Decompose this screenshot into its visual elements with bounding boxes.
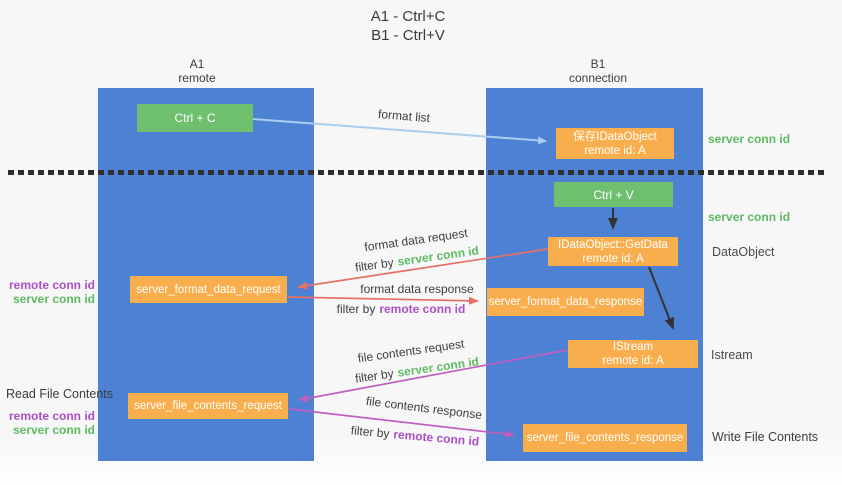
read-file-contents-label: Read File Contents bbox=[6, 387, 114, 401]
filter-by-text: filter by bbox=[354, 255, 395, 275]
filter-by-text: filter by bbox=[350, 423, 391, 441]
server-file-contents-request-box: server_file_contents_request bbox=[128, 393, 288, 419]
server-file-contents-response-box: server_file_contents_response bbox=[523, 424, 687, 452]
left-conn-id-pair-1: remote conn id server conn id bbox=[9, 278, 95, 306]
server-format-data-request-box: server_format_data_request bbox=[130, 276, 287, 303]
remote-conn-id-key: remote conn id bbox=[379, 302, 466, 316]
file-contents-response-label: file contents response bbox=[365, 393, 483, 423]
server-format-data-response-label: server_format_data_response bbox=[488, 296, 643, 308]
server-file-contents-response-label: server_file_contents_response bbox=[526, 432, 684, 444]
server-format-data-response-box: server_format_data_response bbox=[487, 288, 644, 316]
save-dataobject-box: 保存IDataObject remote id: A bbox=[556, 128, 674, 159]
dataobject-label: DataObject bbox=[712, 245, 775, 259]
remote-conn-id-key: remote conn id bbox=[392, 427, 480, 449]
format-data-response-label: format data response bbox=[360, 282, 474, 296]
server-conn-id-left-label-2: server conn id bbox=[12, 423, 95, 437]
save-dataobject-line2: remote id: A bbox=[584, 144, 646, 157]
lane-header-a1-name: A1 bbox=[189, 57, 205, 71]
write-file-contents-label: Write File Contents bbox=[712, 430, 819, 444]
istream-side-label: Istream bbox=[711, 348, 753, 362]
getdata-box: IDataObject::GetData remote id: A bbox=[548, 237, 678, 266]
lane-header-b1: B1 connection bbox=[543, 57, 653, 85]
getdata-line1: IDataObject::GetData bbox=[558, 238, 668, 251]
server-file-contents-request-label: server_file_contents_request bbox=[134, 400, 282, 412]
lane-header-b1-role: connection bbox=[568, 71, 628, 85]
remote-conn-id-left-label-2: remote conn id bbox=[9, 409, 96, 423]
ctrl-c-label: Ctrl + C bbox=[174, 111, 216, 125]
istream-box: IStream remote id: A bbox=[568, 340, 698, 368]
diagram-title: A1 - Ctrl+C B1 - Ctrl+V bbox=[298, 7, 518, 45]
left-conn-id-pair-2: remote conn id server conn id bbox=[9, 409, 95, 437]
title-line-2: B1 - Ctrl+V bbox=[371, 27, 445, 44]
lane-header-a1-role: remote bbox=[178, 71, 216, 85]
ctrl-v-label: Ctrl + V bbox=[593, 187, 634, 202]
getdata-line2: remote id: A bbox=[582, 252, 644, 265]
save-dataobject-line1: 保存IDataObject bbox=[573, 130, 657, 143]
istream-line2: remote id: A bbox=[602, 355, 664, 367]
remote-conn-id-left-label-1: remote conn id bbox=[9, 278, 96, 292]
format-data-response-arrow bbox=[287, 296, 479, 305]
server-format-data-request-label: server_format_data_request bbox=[136, 283, 281, 296]
istream-line1: IStream bbox=[612, 341, 654, 353]
session-separator-line bbox=[8, 170, 826, 175]
server-conn-id-right-label-2: server conn id bbox=[708, 210, 791, 224]
server-conn-id-left-label-1: server conn id bbox=[12, 292, 95, 306]
ctrl-c-box: Ctrl + C bbox=[137, 104, 253, 132]
filter-by-text: filter by bbox=[336, 302, 376, 316]
server-conn-id-right-label-1: server conn id bbox=[708, 132, 791, 146]
filter-by-text: filter by bbox=[354, 366, 395, 386]
title-line-1: A1 - Ctrl+C bbox=[370, 8, 446, 25]
ctrl-v-box: Ctrl + V bbox=[554, 182, 673, 207]
lane-header-b1-name: B1 bbox=[590, 57, 606, 71]
format-list-label: format list bbox=[377, 106, 431, 126]
lane-header-a1: A1 remote bbox=[142, 57, 252, 85]
